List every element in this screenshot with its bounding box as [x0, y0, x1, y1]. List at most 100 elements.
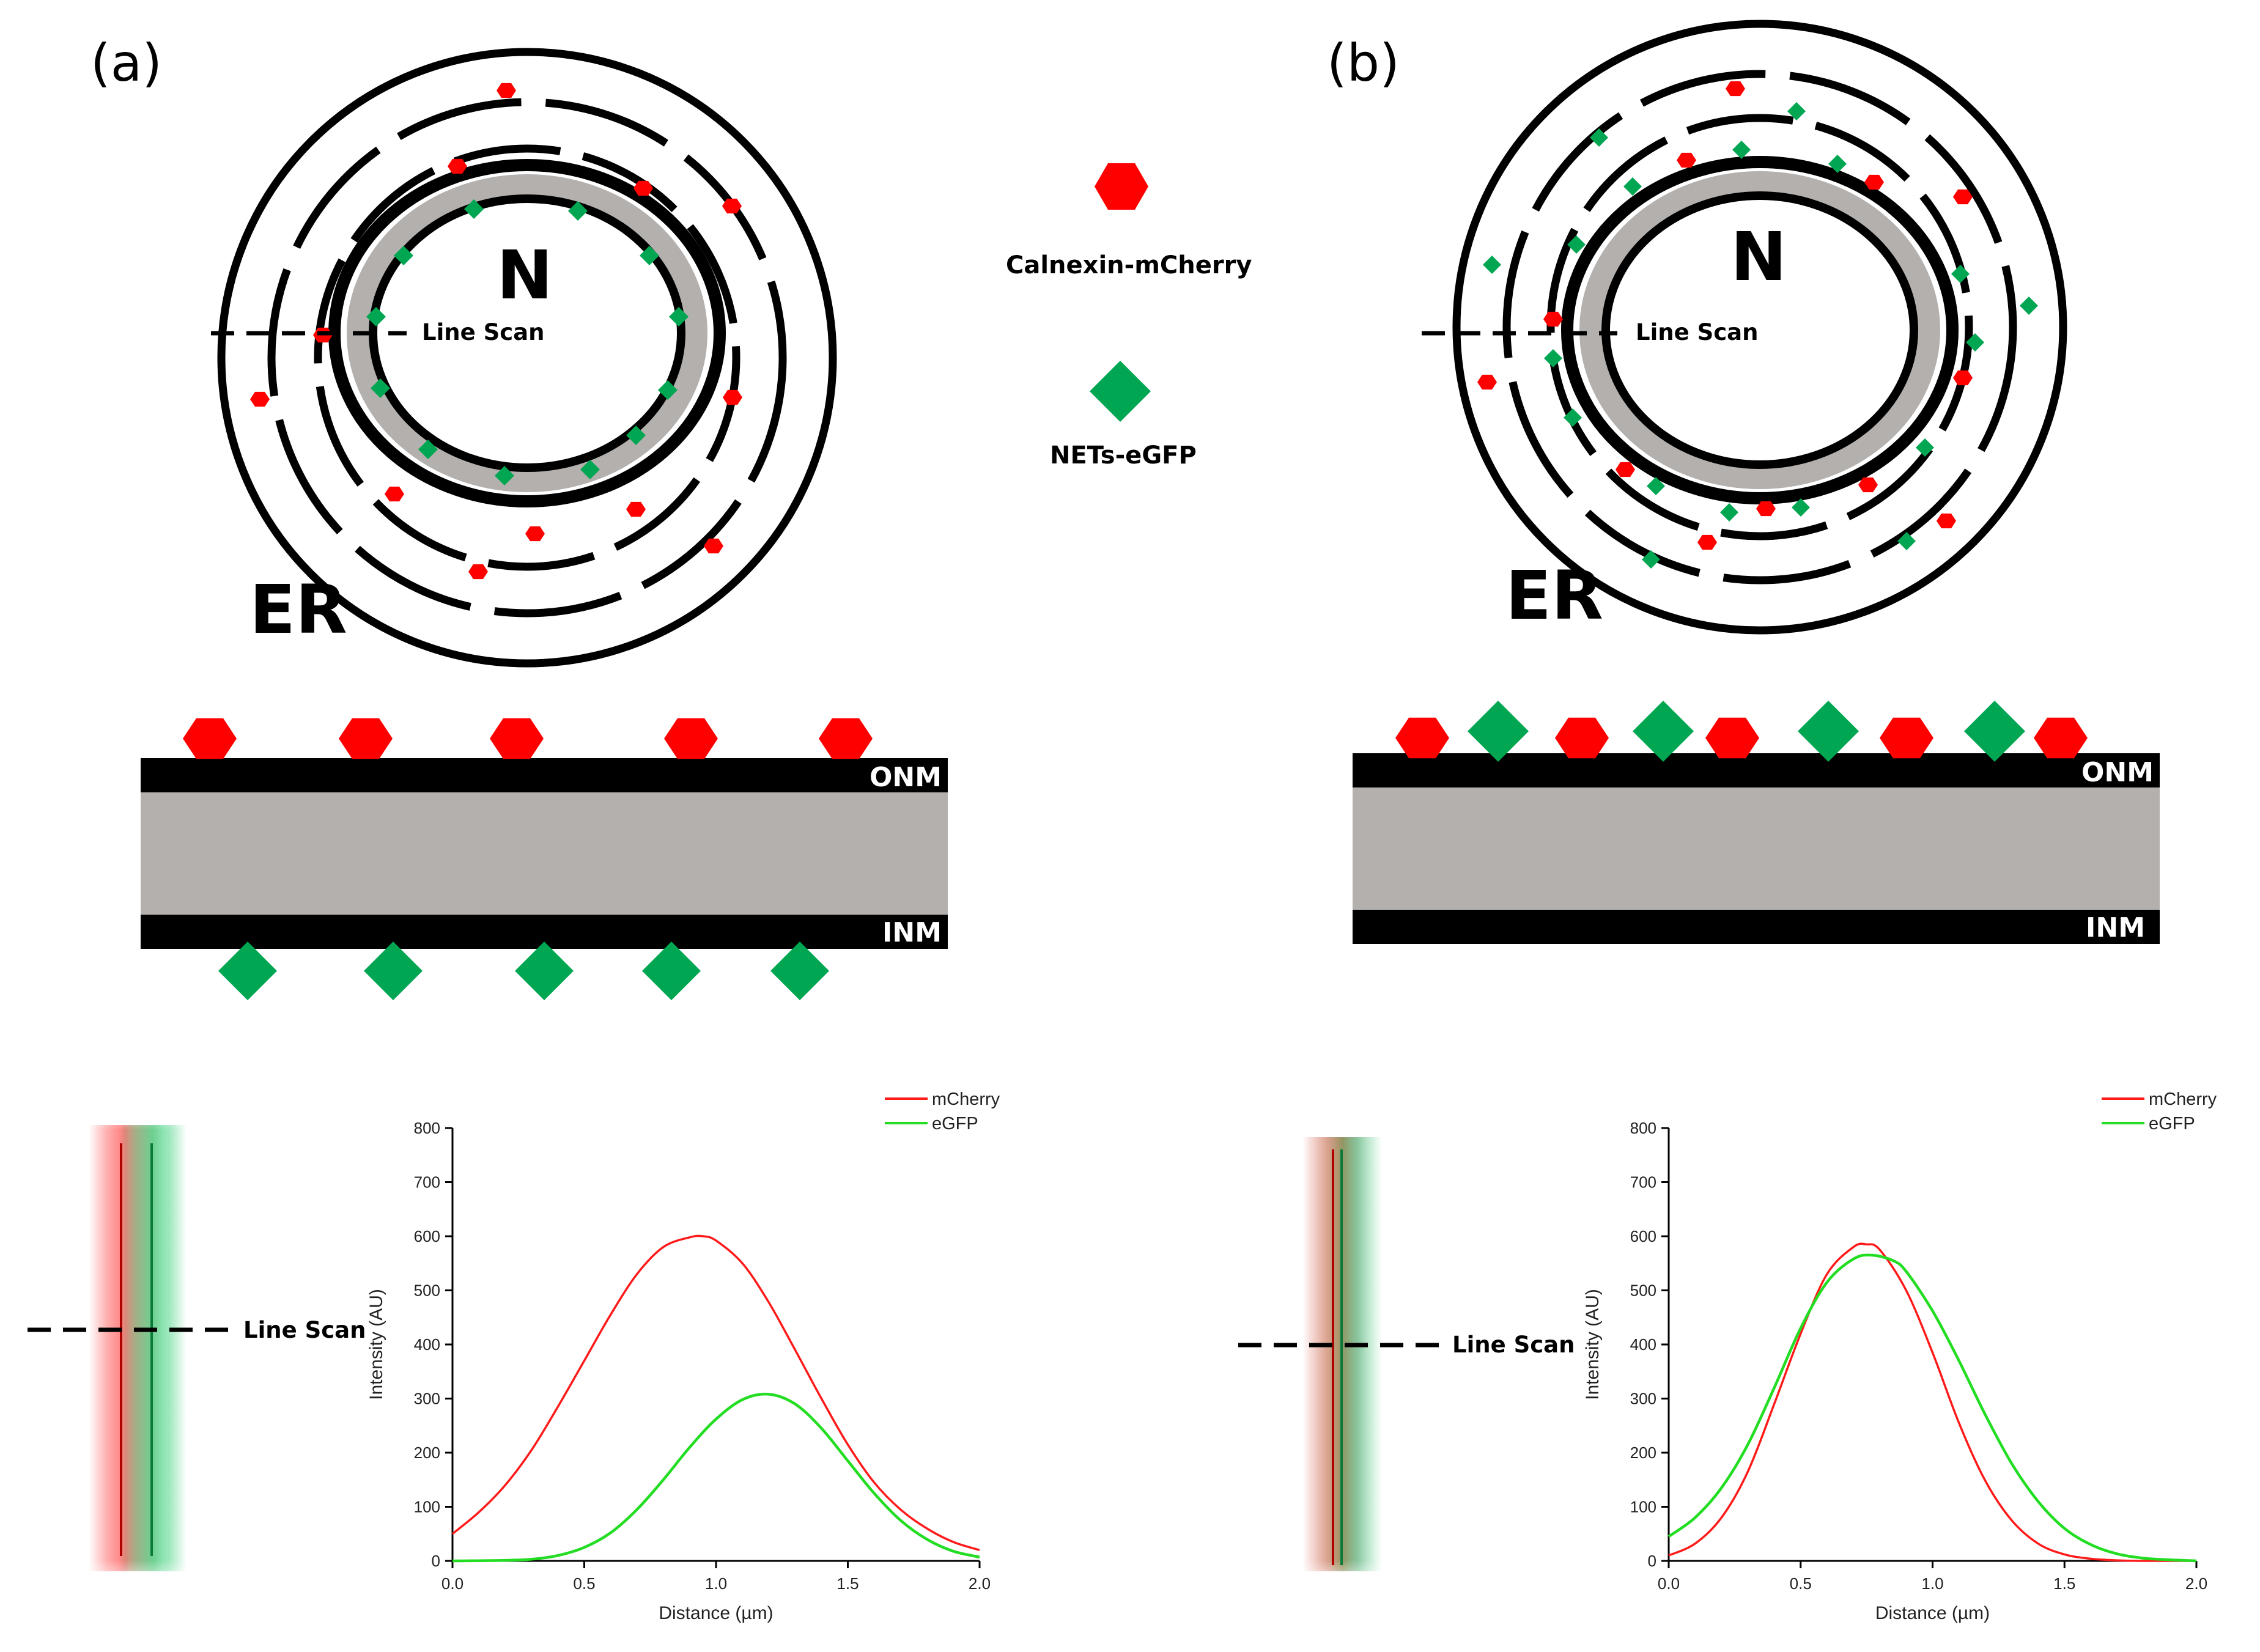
- x-axis-title: Distance (µm): [659, 1603, 773, 1623]
- nets-diamond-icon: [1647, 477, 1665, 495]
- nets-diamond-icon: [495, 466, 514, 485]
- calnexin-hexagon-icon: [664, 718, 718, 759]
- panel-a: (a) N ER Line Scan ONM INM Line: [28, 33, 1000, 1623]
- y-tick-label: 400: [414, 1335, 440, 1354]
- calnexin-hexagon-icon: [633, 180, 653, 196]
- nucleus-label-a: N: [497, 236, 553, 314]
- lumen-bar-b: [1353, 787, 2160, 910]
- calnexin-hexagon-icon: [1858, 477, 1878, 493]
- nets-diamond-icon: [770, 942, 829, 1000]
- nets-diamond-icon: [640, 246, 659, 265]
- nets-diamond-icon: [1633, 701, 1694, 762]
- lumen-bar-a: [141, 792, 948, 915]
- nets-diamond-icon: [1964, 701, 2025, 762]
- calnexin-hexagon-icon: [1937, 513, 1956, 529]
- nets-diamond-icon: [1564, 408, 1582, 427]
- x-tick-label: 0.0: [441, 1574, 463, 1593]
- calnexin-hexagon-icon: [448, 158, 467, 174]
- x-tick-label: 1.0: [1921, 1574, 1943, 1593]
- er-ring-outer-b: [1452, 20, 2067, 635]
- lumen-ring-b: [1579, 171, 1940, 489]
- nets-diamond-icon: [2020, 297, 2038, 315]
- legend-label-mcherry: mCherry: [2149, 1090, 2217, 1109]
- er-label-a: ER: [249, 570, 347, 649]
- nets-diamond-icon: [1916, 438, 1934, 457]
- nets-diamond-icon: [1483, 256, 1501, 274]
- nets-diamond-icon: [1787, 102, 1806, 120]
- y-tick-label: 700: [414, 1173, 440, 1192]
- x-tick-label: 0.5: [1790, 1574, 1812, 1593]
- y-tick-label: 500: [1630, 1281, 1656, 1300]
- fluorescence-strip-a: [89, 1125, 186, 1571]
- nets-diamond-icon: [1642, 550, 1660, 569]
- bar-markers-a: [183, 718, 873, 1000]
- calnexin-hexagon-icon: [819, 718, 873, 759]
- calnexin-hexagon-icon: [497, 83, 516, 98]
- y-tick-label: 200: [414, 1444, 440, 1462]
- nets-diamond-icon: [669, 307, 689, 326]
- nets-diamond-icon: [1798, 701, 1859, 762]
- profile-scan-label-a: Line Scan: [243, 1317, 366, 1343]
- x-tick-label: 2.0: [969, 1574, 991, 1593]
- calnexin-hexagon-icon: [1705, 717, 1759, 759]
- nets-diamond-icon: [1897, 532, 1916, 550]
- calnexin-hexagon-icon: [525, 526, 545, 542]
- calnexin-hexagon-icon: [250, 391, 270, 407]
- nets-diamond-icon: [418, 440, 438, 459]
- nets-diamond-icon: [371, 378, 390, 398]
- nets-diamond-icon: [1544, 349, 1562, 367]
- inm-bar-b: [1353, 910, 2160, 944]
- nets-diamond-icon: [515, 942, 574, 1000]
- x-tick-label: 0.5: [573, 1574, 595, 1593]
- hexagon-icon: [1095, 163, 1148, 210]
- y-tick-label: 0: [1648, 1552, 1656, 1570]
- nets-diamond-icon: [464, 199, 484, 219]
- legend-label-mcherry: mCherry: [932, 1090, 1000, 1109]
- calnexin-hexagon-icon: [385, 486, 404, 502]
- calnexin-hexagon-icon: [1864, 174, 1884, 190]
- inm-label-a: INM: [882, 917, 942, 948]
- nucleus-label-b: N: [1730, 218, 1787, 296]
- x-tick-label: 1.5: [2053, 1574, 2075, 1593]
- y-tick-label: 800: [414, 1119, 440, 1137]
- series-line-egfp: [1667, 1253, 2197, 1563]
- nets-diamond-icon: [642, 942, 701, 1000]
- calnexin-hexagon-icon: [723, 389, 742, 405]
- y-tick-label: 100: [1630, 1498, 1656, 1516]
- y-tick-label: 600: [1630, 1227, 1656, 1245]
- onm-label-b: ONM: [2081, 757, 2154, 788]
- nets-diamond-icon: [364, 942, 423, 1000]
- legend-calnexin-label: Calnexin-mCherry: [1006, 251, 1252, 279]
- er-ring-inner-b: [1546, 114, 1973, 540]
- legend-label-egfp: eGFP: [2149, 1114, 2195, 1134]
- calnexin-hexagon-icon: [704, 538, 723, 554]
- nets-diamond-icon: [1720, 503, 1738, 522]
- y-tick-label: 100: [414, 1498, 440, 1516]
- nets-diamond-icon: [580, 460, 600, 479]
- er-label-b: ER: [1505, 556, 1603, 635]
- calnexin-hexagon-icon: [490, 718, 544, 759]
- panel-a-label: (a): [90, 33, 162, 93]
- calnexin-hexagon-icon: [1555, 717, 1609, 759]
- er-ring-middle-b: [1502, 70, 2017, 584]
- line-scan-label-b: Line Scan: [1636, 319, 1758, 345]
- y-tick-label: 300: [414, 1390, 440, 1408]
- y-tick-label: 300: [1630, 1390, 1656, 1408]
- calnexin-hexagon-icon: [1880, 717, 1933, 759]
- er-ring-inner: [314, 144, 740, 571]
- onm-bar-b: [1353, 753, 2160, 787]
- x-tick-label: 1.5: [836, 1574, 859, 1593]
- panel-b-label: (b): [1327, 33, 1400, 93]
- nets-diamond-icon: [1623, 177, 1642, 196]
- calnexin-hexagon-icon: [1953, 189, 1973, 205]
- membrane-section-b: ONM INM: [1353, 753, 2160, 944]
- panel-b: (b) N ER Line Scan ONM INM Line Scan: [1238, 20, 2217, 1623]
- nets-diamond-icon: [658, 380, 678, 400]
- calnexin-hexagon-icon: [1697, 534, 1717, 550]
- y-tick-label: 200: [1630, 1444, 1656, 1462]
- bar-markers-b: [1395, 701, 2088, 762]
- legend-label-egfp: eGFP: [932, 1114, 978, 1134]
- er-ring-outer: [217, 48, 837, 668]
